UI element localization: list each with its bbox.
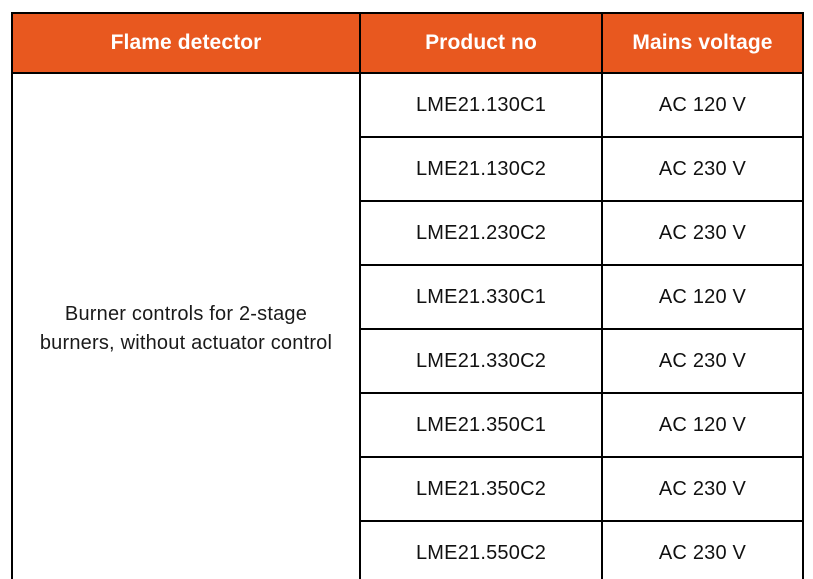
mains-voltage-cell: AC 230 V: [601, 136, 804, 202]
mains-voltage-cell: AC 230 V: [601, 456, 804, 522]
product-no-cell: LME21.350C1: [359, 392, 603, 458]
table-row: LME21.130C2 AC 230 V: [12, 136, 804, 202]
product-no-cell: LME21.330C1: [359, 264, 603, 330]
table-row: LME21.230C2 AC 230 V: [12, 200, 804, 266]
table-row: LME21.330C1 AC 120 V: [12, 264, 804, 330]
product-no-cell: LME21.230C2: [359, 200, 603, 266]
product-no-cell: LME21.330C2: [359, 328, 603, 394]
mains-voltage-cell: AC 230 V: [601, 328, 804, 394]
product-no-cell: LME21.550C2: [359, 520, 603, 579]
column-header-mains-voltage: Mains voltage: [601, 12, 804, 74]
product-no-cell: LME21.130C2: [359, 136, 603, 202]
product-no-cell: LME21.350C2: [359, 456, 603, 522]
table-row: LME21.330C2 AC 230 V: [12, 328, 804, 394]
table-header-row: Flame detector Product no Mains voltage: [11, 12, 804, 74]
mains-voltage-cell: AC 120 V: [601, 392, 804, 458]
column-header-product-no: Product no: [359, 12, 603, 74]
mains-voltage-cell: AC 120 V: [601, 264, 804, 330]
mains-voltage-cell: AC 230 V: [601, 520, 804, 579]
table-header: Flame detector Product no Mains voltage: [11, 12, 804, 74]
table-row: LME21.350C2 AC 230 V: [12, 456, 804, 522]
mains-voltage-cell: AC 230 V: [601, 200, 804, 266]
table-body: Burner controls for 2-stage burners, wit…: [11, 72, 804, 579]
column-header-flame-detector: Flame detector: [11, 12, 361, 74]
flame-detector-group-cell: Burner controls for 2-stage burners, wit…: [11, 72, 361, 579]
mains-voltage-cell: AC 120 V: [601, 72, 804, 138]
flame-detector-group-label: Burner controls for 2-stage burners, wit…: [39, 303, 333, 354]
product-specification-table: Flame detector Product no Mains voltage …: [11, 12, 804, 579]
table-row: LME21.350C1 AC 120 V: [12, 392, 804, 458]
table-row: LME21.550C2 AC 230 V: [12, 520, 804, 579]
product-no-cell: LME21.130C1: [359, 72, 603, 138]
table-row: Burner controls for 2-stage burners, wit…: [11, 72, 804, 579]
